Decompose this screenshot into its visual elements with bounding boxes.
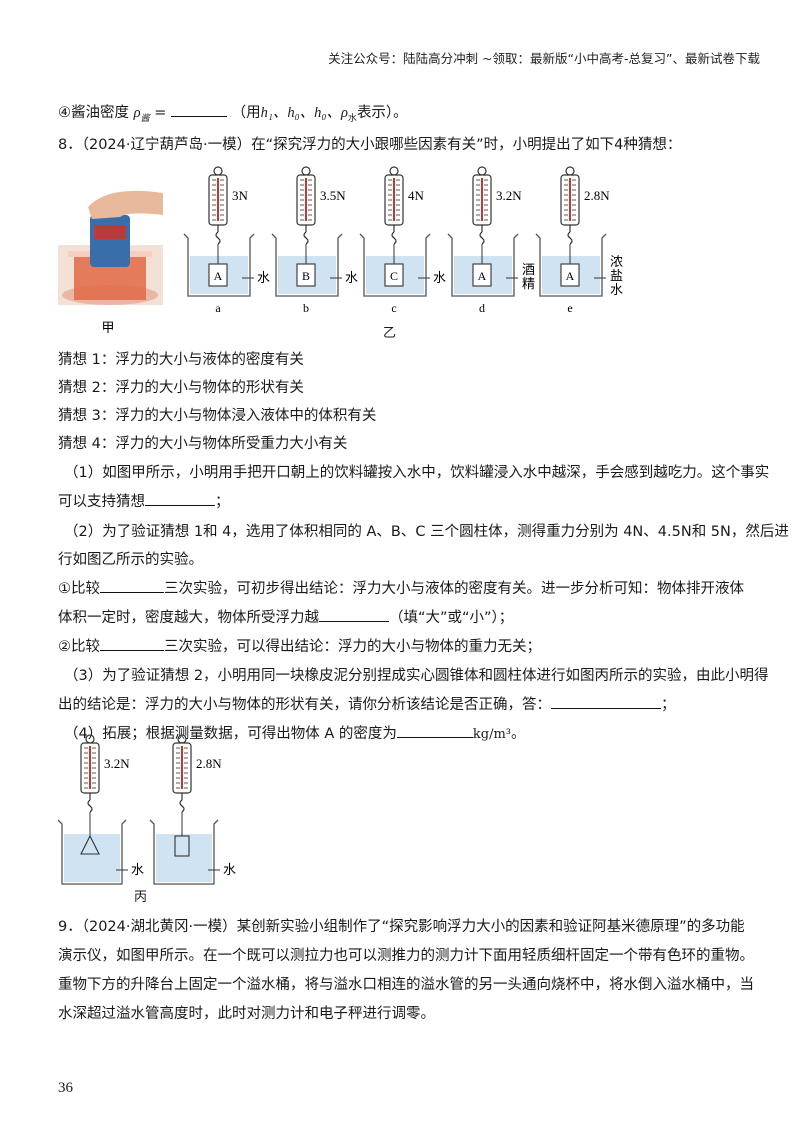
q9-line1: 9．（2024·湖北黄冈·一模）某创新实验小组制作了“探究影响浮力大小的因素和验… (58, 919, 745, 935)
liquid-label: 水 (223, 862, 236, 877)
block (208, 263, 228, 287)
scale-reading: 3.2N (496, 188, 522, 203)
liquid-label: 水 (131, 862, 144, 877)
liquid-label: 水 (433, 270, 446, 285)
cylinder-object (174, 835, 190, 857)
figure-bing: 3.2N 水 2.8N 水 (58, 734, 236, 885)
q8-part1-line1: （1）如图甲所示，小明用手把开口朝上的饮料罐按入水中，饮料罐浸入水中越深，手会感… (64, 465, 770, 481)
q8-part2-line4: 体积一定时，密度越大，物体所受浮力越（填“大”或“小”）； (58, 606, 513, 627)
beaker-label: e (567, 301, 572, 315)
scale-reading: 4N (408, 188, 425, 203)
spring-scale: 3.2N (472, 166, 522, 245)
spring-scale: 3N (208, 166, 249, 245)
variables: h₁、h₀、h₀、ρ (260, 105, 348, 121)
q8-title: 8．（2024·辽宁葫芦岛·一模）在“探究浮力的大小跟哪些因素有关”时，小明提出… (58, 137, 682, 153)
q8-part2-line3: ①比较三次实验，可初步得出结论：浮力大小与液体的密度有关。进一步分析可知：物体排… (58, 577, 744, 598)
prev-question-text: ④酱油密度 (58, 105, 129, 121)
cone-object (80, 834, 100, 855)
prev-question-line: ④酱油密度 ρ酱 = （用h₁、h₀、h₀、ρ水表示）。 (58, 101, 408, 124)
block-label: C (390, 269, 398, 283)
block (384, 263, 404, 287)
answer-blank[interactable] (100, 578, 164, 593)
answer-blank[interactable] (100, 636, 164, 651)
block-label: B (302, 269, 310, 283)
scale-reading: 2.8N (584, 188, 610, 203)
q8-part2-line5: ②比较三次实验，可以得出结论：浮力的大小与物体的重力无关； (58, 635, 541, 656)
block (296, 263, 316, 287)
liquid-label: 酒 (522, 262, 535, 277)
answer-blank[interactable] (319, 607, 389, 622)
q8-part3-line1: （3）为了验证猜想 2，小明用同一块橡皮泥分别捏成实心圆锥体和圆柱体进行如图丙所… (64, 668, 769, 684)
q9-line4: 水深超过溢水管高度时，此时对测力计和电子秤进行调零。 (58, 1006, 435, 1022)
q8-part2-line2: 行如图乙所示的实验。 (58, 552, 203, 568)
block (472, 263, 492, 287)
scale-reading: 2.8N (196, 756, 222, 771)
beaker-label: c (391, 301, 396, 315)
spring-scale: 2.8N (560, 166, 610, 245)
block (560, 263, 580, 287)
liquid-label: 浓 (610, 254, 623, 269)
answer-blank[interactable] (145, 491, 215, 506)
block-label: A (478, 269, 487, 283)
liquid-label: 水 (257, 270, 270, 285)
q8-part1-line2: 可以支持猜想； (58, 490, 230, 511)
figure-jia-photo: 甲 (58, 190, 163, 335)
spring-scale: 3.2N (80, 734, 130, 813)
scale-reading: 3N (232, 188, 249, 203)
page-number: 36 (58, 1080, 73, 1096)
guess-2: 猜想 2：浮力的大小与物体的形状有关 (58, 380, 304, 396)
q8-part3-line2: 出的结论是：浮力的大小与物体的形状有关，请你分析该结论是否正确，答：； (58, 693, 676, 714)
q8-part2-line1: （2）为了验证猜想 1和 4，选用了体积相同的 A、B、C 三个圆柱体，测得重力… (64, 524, 789, 540)
spring-scale: 3.5N (296, 166, 346, 245)
liquid-label: 水 (345, 270, 358, 285)
answer-blank[interactable] (170, 102, 227, 117)
figure-bing-label: 丙 (134, 890, 148, 905)
liquid-label: 精 (522, 276, 535, 291)
guess-1: 猜想 1：浮力的大小与液体的密度有关 (58, 352, 304, 368)
scale-reading: 3.2N (104, 756, 130, 771)
guess-4: 猜想 4：浮力的大小与物体所受重力大小有关 (58, 436, 348, 452)
beaker (149, 819, 219, 885)
q9-line2: 演示仪，如图甲所示。在一个既可以测拉力也可以测推力的测力计下面用轻质细杆固定一个… (58, 948, 754, 964)
beaker (58, 819, 127, 885)
figure-yi-label: 乙 (383, 326, 397, 341)
rho-symbol: ρ酱 (133, 105, 150, 123)
spring-scale: 4N (384, 166, 425, 245)
spring-scale: 2.8N (172, 734, 222, 813)
liquid-label: 盐 (610, 268, 623, 283)
scale-reading: 3.5N (320, 188, 346, 203)
q9-line3: 重物下方的升降台上固定一个溢水桶，将与溢水口相连的溢水管的另一头通向烧杯中，将水… (58, 977, 754, 993)
answer-blank[interactable] (396, 723, 473, 738)
liquid-label: 水 (610, 282, 623, 297)
beaker-label: b (303, 301, 309, 315)
block-label: A (566, 269, 575, 283)
beaker-label: a (215, 301, 221, 315)
guess-3: 猜想 3：浮力的大小与物体浸入液体中的体积有关 (58, 408, 377, 424)
beaker-label: d (479, 301, 485, 315)
figure-jia-label: 甲 (101, 320, 114, 335)
block-label: A (214, 269, 223, 283)
answer-blank[interactable] (551, 694, 661, 709)
page-header: 关注公众号：陆陆高分冲刺 ~领取：最新版“小中高考-总复习”、最新试卷下载 (328, 51, 760, 66)
